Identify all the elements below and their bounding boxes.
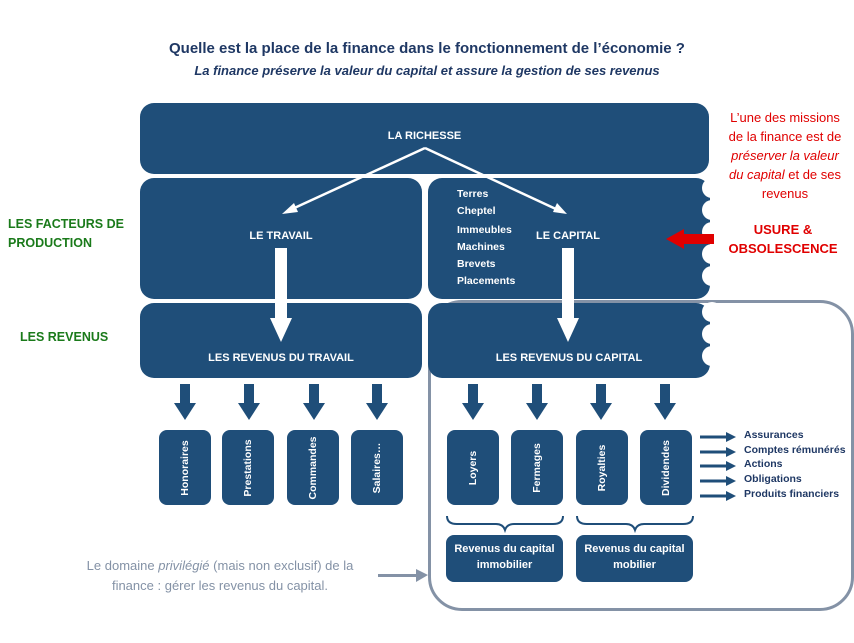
asset-placements: Placements	[457, 275, 516, 287]
mission-line4-rest: et de ses	[784, 167, 842, 182]
arrow-capital-to-revenus	[557, 248, 579, 342]
asset-brevets: Brevets	[457, 258, 496, 270]
note-part2: privilégié	[158, 558, 210, 573]
facteurs-line2: PRODUCTION	[8, 236, 93, 250]
mission-line4: du capital et de ses	[716, 165, 854, 184]
travail-item-commandes: Commandes	[287, 430, 339, 505]
domain-note: Le domaine privilégié (mais non exclusif…	[60, 556, 380, 596]
item-label: Royalties	[596, 444, 608, 491]
mobilier-line1: Revenus du capital	[584, 543, 685, 555]
mission-line3: préserver la valeur	[731, 148, 839, 163]
asset-immeubles: Immeubles	[457, 224, 512, 236]
note-arrow	[378, 569, 428, 582]
mission-text: L’une des missions de la finance est de …	[716, 108, 854, 203]
mission-line5: revenus	[761, 186, 809, 201]
page-subtitle: La finance préserve la valeur du capital…	[194, 63, 660, 78]
use-produits: Produits financiers	[744, 488, 840, 500]
item-label: Dividendes	[660, 439, 672, 496]
note-line2: finance : gérer les revenus du capital.	[111, 578, 329, 593]
page-title: Quelle est la place de la finance dans l…	[169, 40, 685, 57]
note-part1: Le domaine	[86, 558, 159, 573]
down-arrows	[174, 384, 676, 420]
use-assurances: Assurances	[744, 429, 804, 441]
capital-item-royalties: Royalties	[576, 430, 628, 505]
item-label: Salaires…	[371, 442, 383, 493]
immobilier-line2: immobilier	[476, 559, 533, 571]
item-label: Honoraires	[179, 439, 191, 496]
capital-label: LE CAPITAL	[536, 230, 600, 242]
asset-cheptel: Cheptel	[457, 205, 496, 217]
brace-mobilier	[576, 515, 694, 534]
travail-item-prestations: Prestations	[222, 430, 274, 505]
mobilier-line2: mobilier	[613, 559, 656, 571]
richesse-label: LA RICHESSE	[387, 130, 462, 142]
asset-machines: Machines	[457, 241, 505, 253]
mission-line2: de la finance est de	[728, 129, 842, 144]
mission-line1: L’une des missions	[730, 110, 840, 125]
travail-item-honoraires: Honoraires	[159, 430, 211, 505]
revenus-immobilier-box: Revenus du capital immobilier	[446, 535, 563, 582]
revenus-mobilier-box: Revenus du capital mobilier	[576, 535, 693, 582]
dividend-use-arrows	[700, 432, 736, 501]
usure-line1: USURE &	[753, 222, 813, 237]
revenus-capital-label: LES REVENUS DU CAPITAL	[495, 352, 643, 364]
item-label: Fermages	[531, 442, 543, 493]
erosion-scallops	[702, 178, 722, 366]
immobilier-line1: Revenus du capital	[454, 543, 555, 555]
facteurs-label: LES FACTEURS DE PRODUCTION	[8, 215, 124, 253]
asset-terres: Terres	[457, 188, 489, 200]
richesse-box: LA RICHESSE	[140, 103, 709, 174]
capital-item-fermages: Fermages	[511, 430, 563, 505]
usure-arrow-icon	[666, 229, 714, 249]
travail-label: LE TRAVAIL	[249, 230, 313, 242]
mission-line4-italic: du capital	[728, 167, 785, 182]
facteurs-line1: LES FACTEURS DE	[8, 217, 124, 231]
arrow-to-travail-head	[282, 203, 298, 214]
travail-item-salaires: Salaires…	[351, 430, 403, 505]
item-label: Loyers	[467, 450, 479, 485]
capital-item-loyers: Loyers	[447, 430, 499, 505]
arrow-to-capital-head	[553, 203, 567, 214]
use-actions: Actions	[744, 458, 783, 470]
usure-line2: OBSOLESCENCE	[728, 241, 838, 256]
revenus-side-label: LES REVENUS	[20, 330, 109, 344]
arrow-travail-to-revenus	[270, 248, 292, 342]
capital-domain-frame	[428, 300, 854, 611]
capital-item-dividendes: Dividendes	[640, 430, 692, 505]
item-label: Prestations	[242, 438, 254, 497]
revenus-travail-label: LES REVENUS DU TRAVAIL	[208, 352, 354, 364]
note-part3: (mais non exclusif) de la	[209, 558, 354, 573]
use-comptes: Comptes rémunérés	[744, 444, 846, 456]
usure-label: USURE & OBSOLESCENCE	[718, 220, 848, 258]
use-obligations: Obligations	[744, 473, 802, 485]
brace-immobilier	[446, 515, 564, 534]
note-line1: Le domaine privilégié (mais non exclusif…	[60, 556, 380, 576]
item-label: Commandes	[307, 435, 319, 500]
